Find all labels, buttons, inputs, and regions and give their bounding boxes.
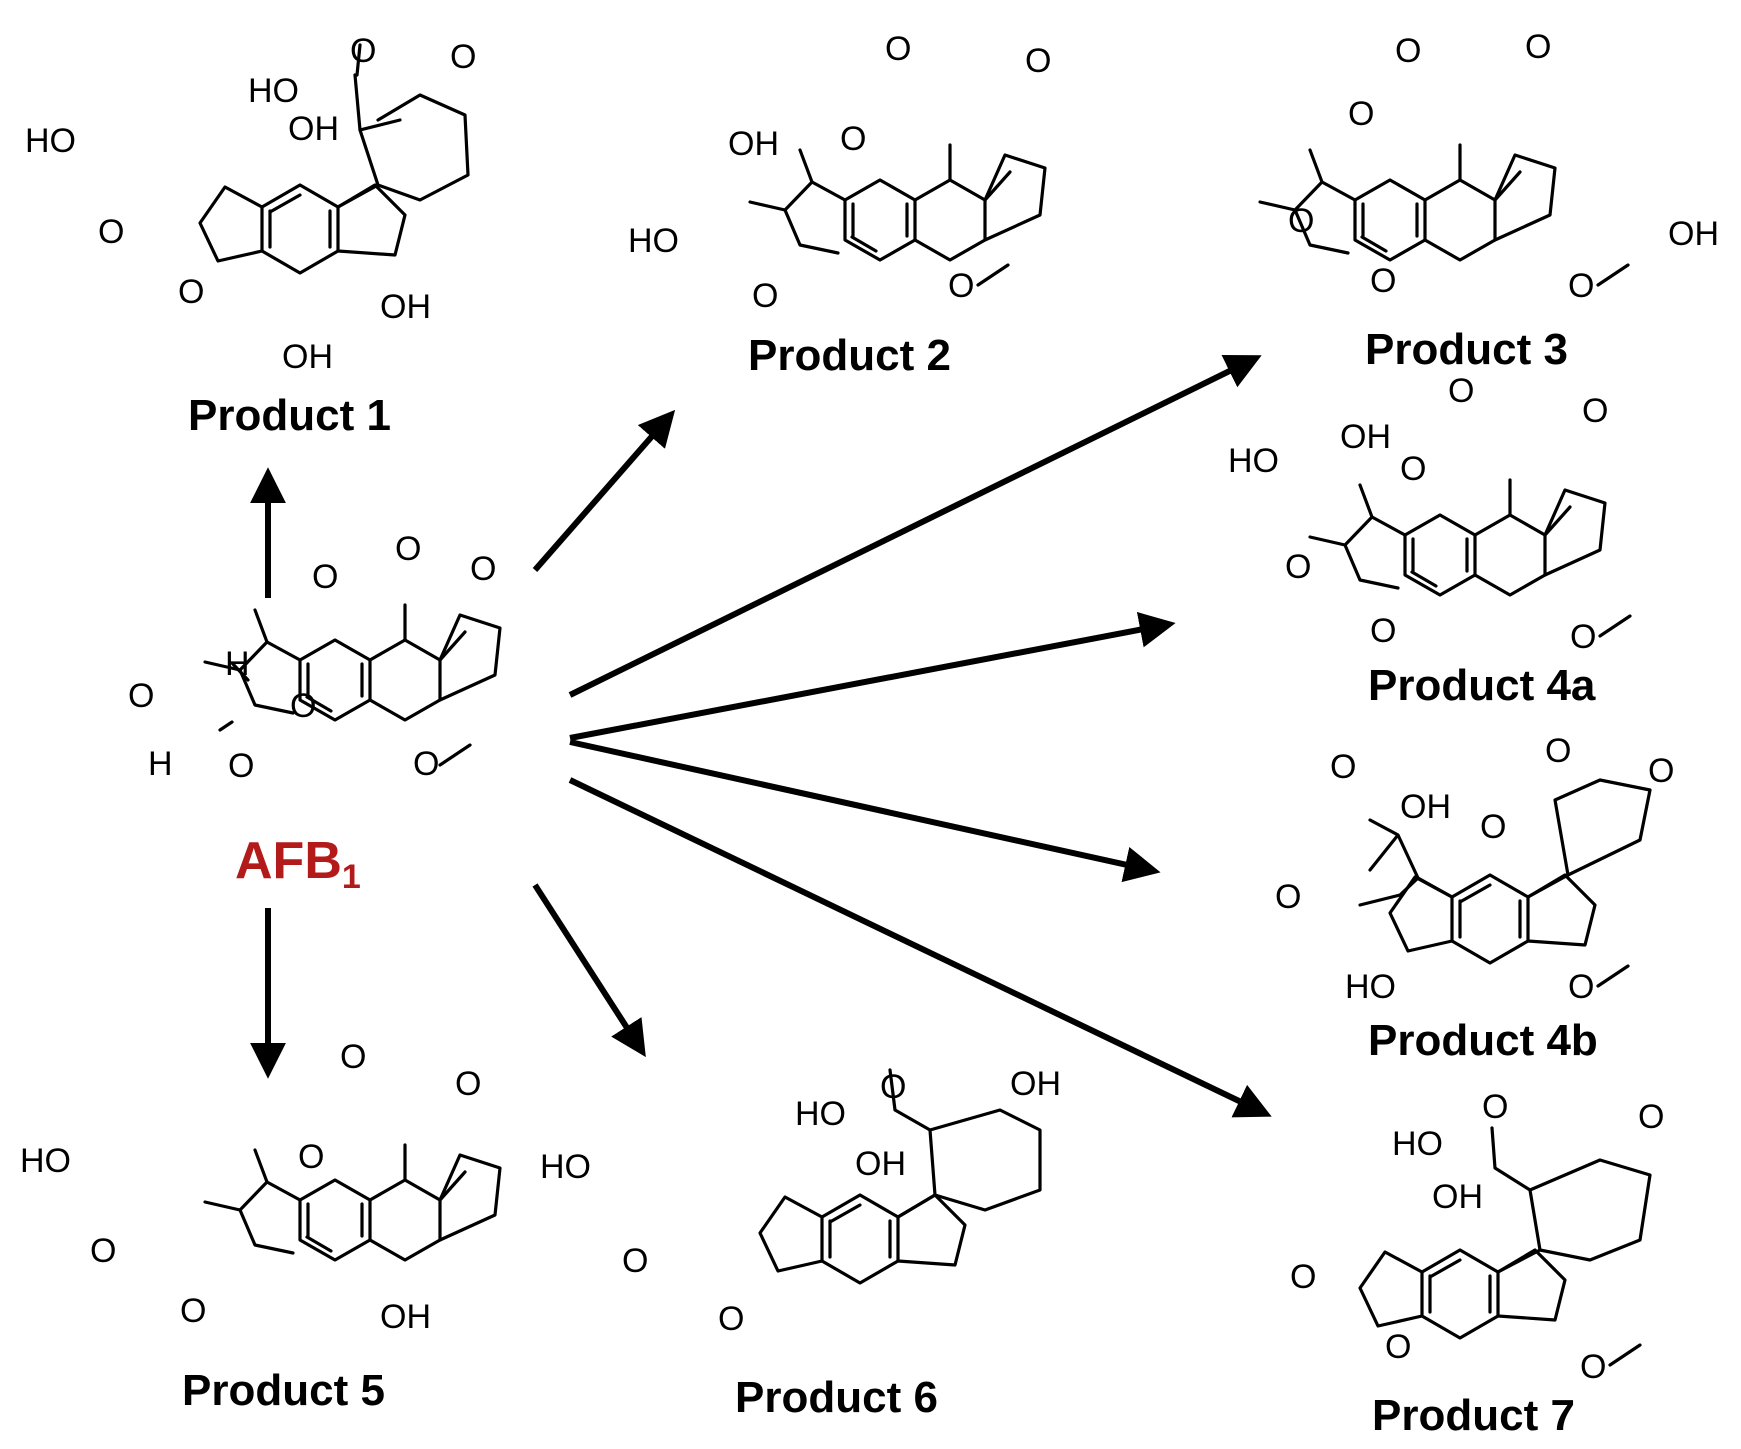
atom-label: HO (628, 222, 679, 260)
atom-label: O (1400, 450, 1426, 488)
atom-label: O (450, 38, 476, 76)
arrow-to-product-4b (569, 739, 1161, 883)
arrow-to-product-3 (568, 354, 1262, 698)
product-6-structure: O HO OH OH HO O O Product 6 (540, 1065, 1061, 1422)
atom-label: O (1582, 392, 1608, 430)
atom-label: O (1348, 95, 1374, 133)
atom-label: O (340, 1038, 366, 1076)
atom-label: O (1448, 372, 1474, 410)
product-3-label: Product 3 (1365, 325, 1568, 374)
product-1-structure: HO O O OH HO O O OH OH Product 1 (25, 32, 476, 440)
atom-label: O (622, 1242, 648, 1280)
afb1-structure: O O O O O O O H H AFB1 (128, 530, 502, 896)
arrow-to-product-2 (532, 409, 676, 572)
atom-label: O (350, 32, 376, 70)
atom-label: O (90, 1232, 116, 1270)
atom-label: HO (25, 122, 76, 160)
atom-label: O (1275, 878, 1301, 916)
atom-label: OH (380, 1298, 431, 1336)
atom-label: O (1525, 28, 1551, 66)
atom-label: O (1330, 748, 1356, 786)
atom-label: O (1570, 618, 1596, 656)
atom-label: O (470, 550, 496, 588)
atom-label: HO (795, 1095, 846, 1133)
atom-label: O (1648, 752, 1674, 790)
atom-label: O (1482, 1088, 1508, 1126)
atom-label: O (1480, 808, 1506, 846)
atom-label: O (1568, 968, 1594, 1006)
product-3-structure: O O O OH O O O Product 3 (1258, 28, 1719, 374)
atom-label: OH (1400, 788, 1451, 826)
atom-label: O (948, 267, 974, 305)
atom-label: HO (1345, 968, 1396, 1006)
atom-label: H (148, 745, 173, 783)
atom-label: O (885, 30, 911, 68)
reaction-arrows (250, 354, 1272, 1118)
atom-label: O (1568, 267, 1594, 305)
atom-label: O (98, 213, 124, 251)
product-4a-label: Product 4a (1368, 661, 1596, 710)
product-6-label: Product 6 (735, 1373, 938, 1422)
product-4a-structure: O O OH HO O O O O Product 4a (1228, 372, 1632, 710)
atom-label: O (718, 1300, 744, 1338)
atom-label: O (1395, 32, 1421, 70)
atom-label: OH (1010, 1065, 1061, 1103)
atom-label: OH (728, 125, 779, 163)
atom-label: O (128, 677, 154, 715)
atom-label: O (312, 558, 338, 596)
atom-label: O (228, 747, 254, 785)
atom-label: O (180, 1292, 206, 1330)
arrow-to-product-7 (568, 777, 1272, 1118)
arrow-to-product-6 (532, 883, 646, 1058)
product-2-label: Product 2 (748, 331, 951, 380)
atom-label: O (1288, 202, 1314, 240)
product-4b-label: Product 4b (1368, 1016, 1598, 1065)
atom-label: O (1370, 612, 1396, 650)
atom-label: OH (288, 110, 339, 148)
atom-label: H (225, 645, 250, 683)
atom-label: HO (248, 72, 299, 110)
product-2-structure: O O O OH HO O O Product 2 (628, 30, 1051, 380)
atom-label: O (178, 273, 204, 311)
atom-label: O (1385, 1328, 1411, 1366)
atom-label: O (880, 1068, 906, 1106)
atom-label: O (1370, 262, 1396, 300)
atom-label: HO (20, 1142, 71, 1180)
atom-label: HO (540, 1148, 591, 1186)
atom-label: OH (855, 1145, 906, 1183)
atom-label: O (840, 120, 866, 158)
afb1-subscript: 1 (342, 858, 361, 896)
atom-label: O (1285, 548, 1311, 586)
atom-label: O (1580, 1348, 1606, 1386)
atom-label: O (1638, 1098, 1664, 1136)
atom-label: OH (282, 338, 333, 376)
arrow-to-product-4a (569, 612, 1176, 741)
product-5-label: Product 5 (182, 1366, 385, 1415)
atom-label: O (395, 530, 421, 568)
product-5-structure: O O O HO O O OH Product 5 (20, 1038, 502, 1415)
product-7-label: Product 7 (1372, 1391, 1575, 1440)
atom-label: OH (1668, 215, 1719, 253)
atom-label: O (298, 1138, 324, 1176)
atom-label: O (1025, 42, 1051, 80)
atom-label: O (290, 687, 316, 725)
atom-label: OH (380, 288, 431, 326)
afb1-name: AFB (235, 832, 342, 890)
atom-label: O (752, 277, 778, 315)
atom-label: HO (1228, 442, 1279, 480)
atom-label: O (413, 745, 439, 783)
atom-label: OH (1340, 418, 1391, 456)
atom-label: HO (1392, 1125, 1443, 1163)
afb1-label: AFB1 (235, 832, 361, 896)
atom-label: O (1545, 732, 1571, 770)
product-7-structure: O HO O OH O O O Product 7 (1290, 1088, 1664, 1440)
atom-label: O (1290, 1258, 1316, 1296)
atom-label: OH (1432, 1178, 1483, 1216)
atom-label: O (455, 1065, 481, 1103)
product-4b-structure: O OH O O O O HO O Product 4b (1275, 732, 1674, 1065)
product-1-label: Product 1 (188, 391, 391, 440)
